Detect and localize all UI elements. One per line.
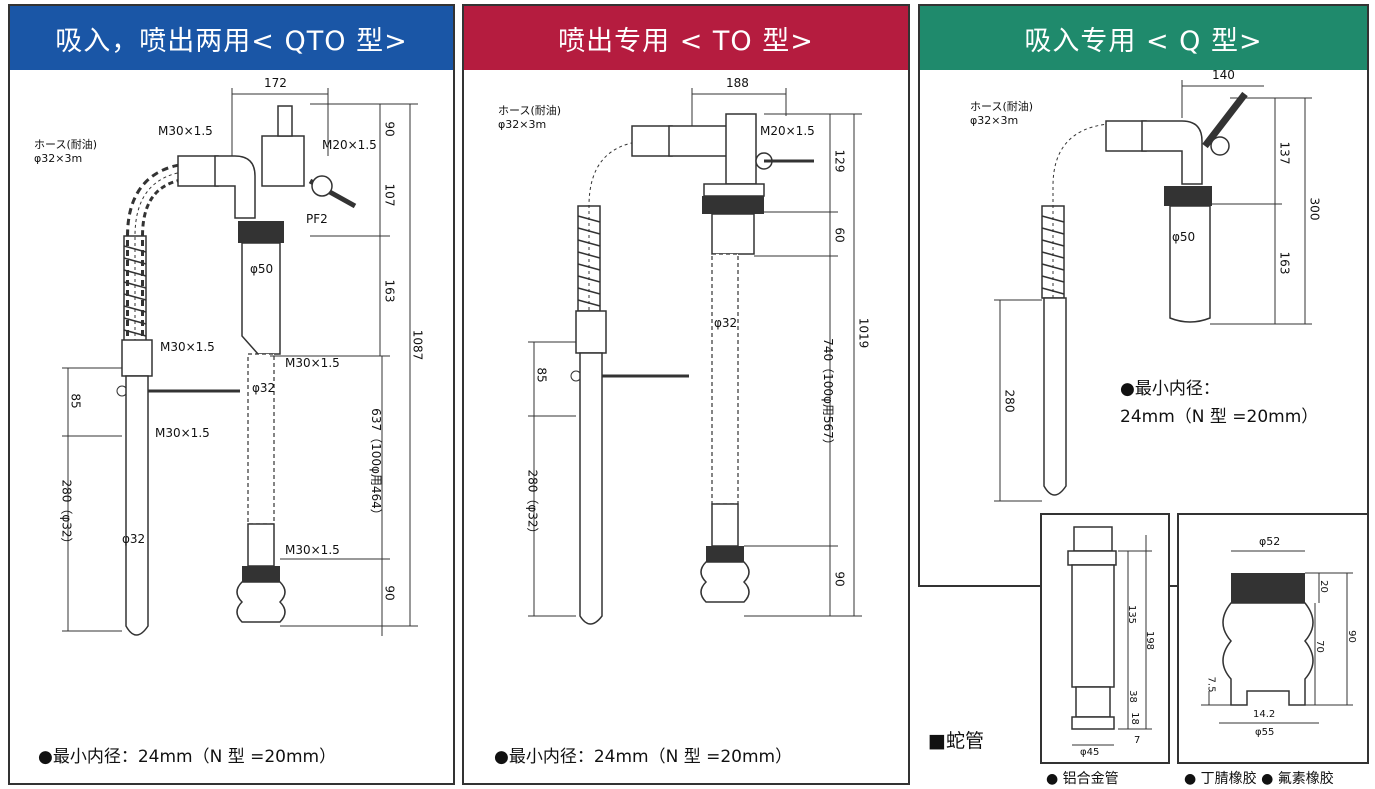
- bellows-dim-75: 7.5: [1205, 676, 1217, 693]
- bellows-d142: 14.2: [1253, 709, 1276, 720]
- q-dim-140: 140: [1212, 68, 1235, 82]
- tube-dim-198: 198: [1144, 630, 1156, 651]
- tube-dim-18: 18: [1128, 712, 1140, 725]
- qto-dim-637: 637（100φ用464）: [368, 408, 383, 521]
- to-pump-diagram: [528, 88, 862, 625]
- qto-m30-foot: M30×1.5: [285, 543, 340, 557]
- qto-nut: [238, 221, 284, 243]
- qto-dim-280: 280（φ32）: [59, 479, 74, 550]
- qto-hose-label: ホース(耐油): [34, 138, 98, 151]
- bellows-d55: φ55: [1255, 727, 1275, 738]
- qto-coupling: [121, 339, 153, 377]
- qto-dim-90-low: 90: [382, 585, 397, 601]
- tube-dim-135: 135: [1126, 604, 1138, 625]
- qto-hose-size: φ32×3m: [34, 152, 83, 165]
- panel-q: 吸入专用 < Q 型> 140 ホース(耐油) φ32×3m φ50 137 3…: [918, 4, 1369, 587]
- bellows-drawing: [1201, 550, 1353, 724]
- qto-d32: φ32: [252, 381, 276, 395]
- tube-dim-38: 38: [1126, 690, 1138, 703]
- bellows-dim-70: 70: [1313, 640, 1325, 653]
- qto-m30-body: M30×1.5: [285, 356, 340, 370]
- qto-m30-top: M30×1.5: [158, 124, 213, 138]
- panel-q-title: 吸入专用 < Q 型>: [920, 6, 1367, 70]
- qto-dim-172: 172: [264, 76, 287, 90]
- q-dim-300: 300: [1307, 197, 1322, 221]
- panel-qto-title: 吸入，喷出两用< QTO 型>: [10, 6, 453, 70]
- bellows-dim-90: 90: [1345, 630, 1357, 643]
- to-d32: φ32: [714, 316, 738, 330]
- q-hose-size: φ32×3m: [970, 114, 1019, 127]
- qto-dim-90-top: 90: [382, 121, 397, 137]
- panel-qto: 吸入，喷出两用< QTO 型>: [8, 4, 455, 785]
- qto-dim-1087: 1087: [410, 329, 425, 361]
- bellows-detail: φ52 20 70 90 7.5 14.2 φ55: [1177, 513, 1369, 764]
- to-m20: M20×1.5: [760, 124, 815, 138]
- q-pump-diagram: [994, 80, 1312, 502]
- panel-to: 喷出专用 < TO 型> 188 ホース(耐油): [462, 4, 910, 785]
- qto-d32-tube: φ32: [122, 532, 146, 546]
- qto-m30-mid: M30×1.5: [160, 340, 215, 354]
- qto-m20: M20×1.5: [322, 138, 377, 152]
- aluminum-tube-detail: 135 198 38 18 7 φ45: [1040, 513, 1170, 764]
- to-dim-90: 90: [832, 571, 847, 587]
- qto-pump-diagram: [62, 88, 418, 636]
- qto-pf2: PF2: [306, 212, 328, 226]
- bellows-d52: φ52: [1259, 535, 1281, 548]
- qto-m30-low: M30×1.5: [155, 426, 210, 440]
- to-dim-1019: 1019: [856, 317, 871, 349]
- tube-dim-7: 7: [1134, 735, 1141, 746]
- q-note-1: ●最小内径：: [1120, 379, 1220, 399]
- to-dim-85: 85: [534, 367, 549, 383]
- qto-dim-163: 163: [382, 279, 397, 303]
- qto-d50: φ50: [250, 262, 274, 276]
- to-dim-188: 188: [726, 76, 749, 90]
- qto-dim-85: 85: [68, 393, 83, 409]
- q-dim-137: 137: [1277, 141, 1292, 165]
- material-aluminum: ● 铝合金管: [1046, 771, 1119, 787]
- to-hose-size: φ32×3m: [498, 118, 547, 131]
- bellows-dim-20: 20: [1317, 580, 1329, 593]
- to-dim-740: 740（100φ用567）: [820, 338, 835, 451]
- q-dim-163: 163: [1277, 251, 1292, 275]
- panel-to-title: 喷出专用 < TO 型>: [464, 6, 908, 70]
- q-dim-280: 280: [1002, 389, 1017, 413]
- material-rubber: ● 丁腈橡胶 ● 氟素橡胶: [1184, 771, 1334, 787]
- qto-dim-107: 107: [382, 183, 397, 207]
- snake-tube-label: ■蛇管: [928, 730, 984, 752]
- q-hose-label: ホース(耐油): [970, 100, 1034, 113]
- q-d50: φ50: [1172, 230, 1196, 244]
- to-note: ●最小内径：24mm（N 型 =20mm）: [494, 747, 793, 767]
- qto-note: ●最小内径：24mm（N 型 =20mm）: [38, 747, 337, 767]
- aluminum-tube-drawing: [1067, 526, 1152, 746]
- q-note-2: 24mm（N 型 =20mm）: [1120, 407, 1319, 427]
- to-dim-129: 129: [832, 149, 847, 173]
- to-dim-60: 60: [832, 227, 847, 243]
- to-hose-label: ホース(耐油): [498, 104, 562, 117]
- tube-d45: φ45: [1080, 747, 1100, 758]
- to-dim-280: 280（φ32）: [525, 469, 540, 540]
